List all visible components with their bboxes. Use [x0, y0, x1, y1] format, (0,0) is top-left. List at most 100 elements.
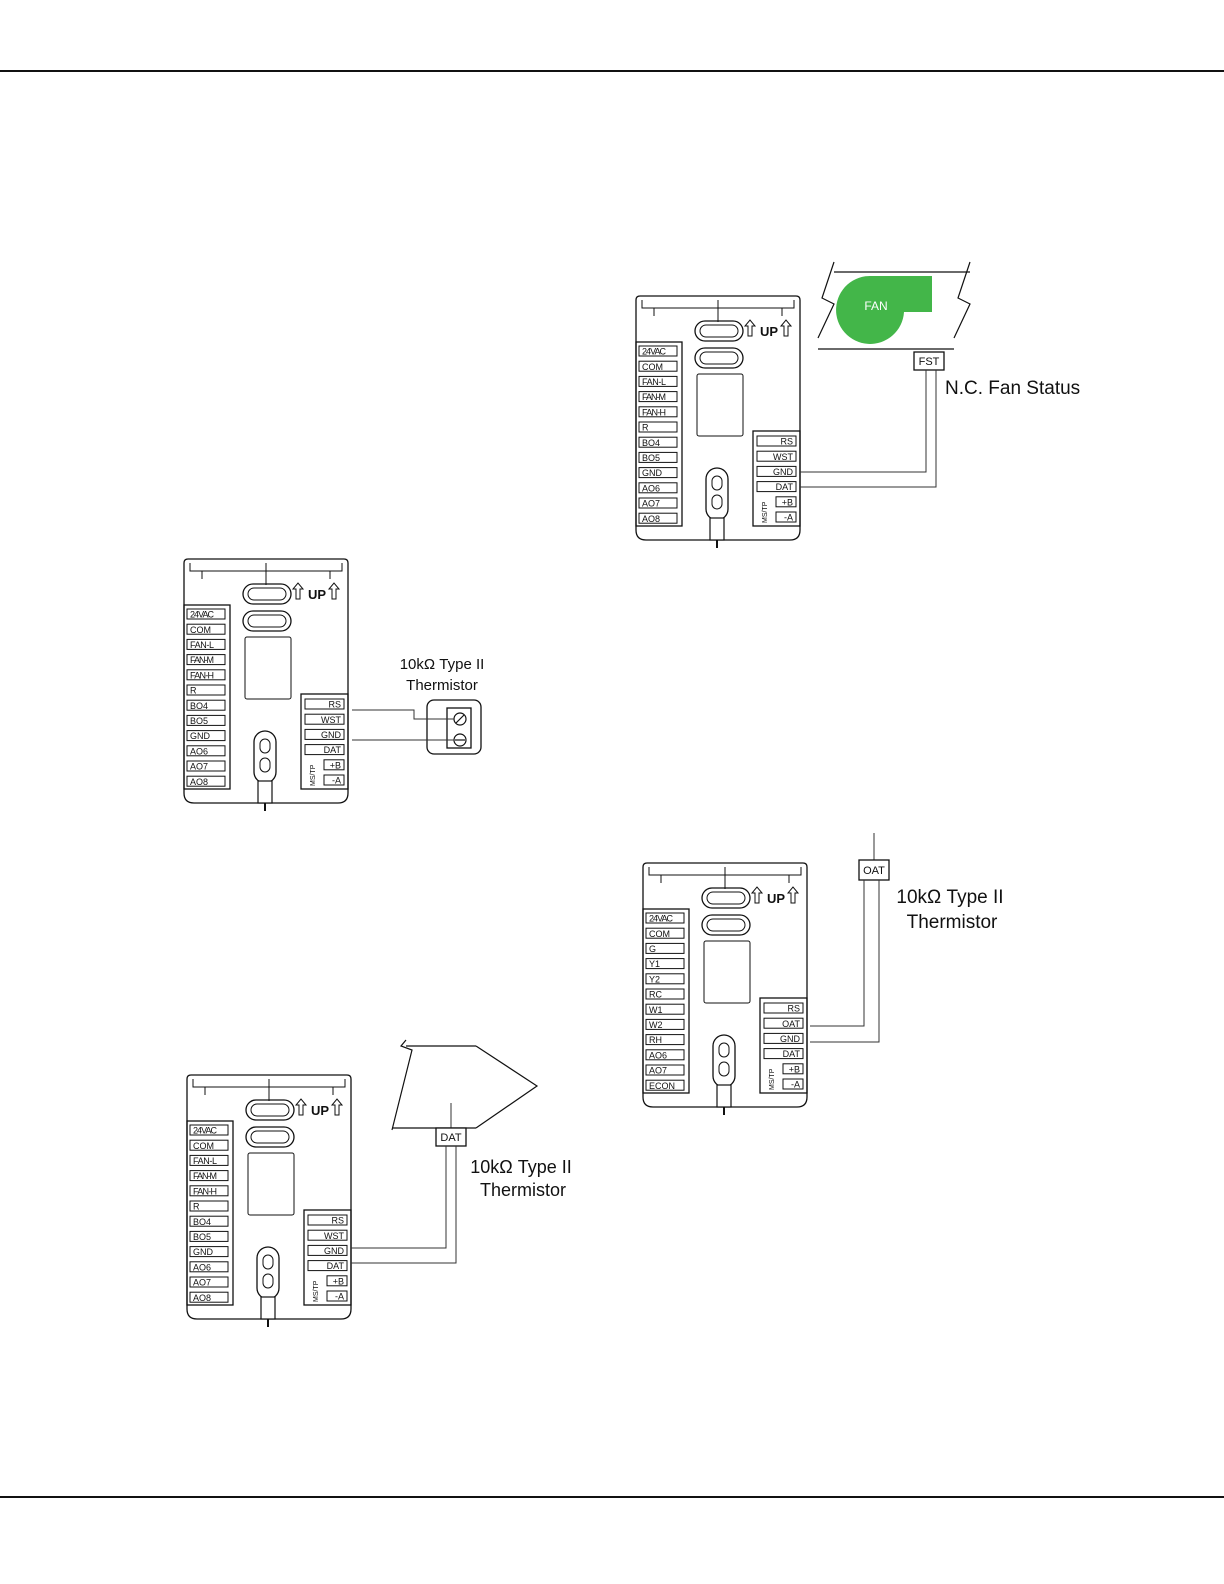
terminal-label: FAN-H — [642, 407, 666, 417]
bus-label: MS/TP — [769, 1068, 776, 1090]
bus-label: MS/TP — [313, 1280, 320, 1302]
dat-sensor-label: DAT — [440, 1132, 461, 1144]
terminal-slot — [645, 927, 685, 939]
terminal-slot — [323, 774, 345, 786]
terminal-label: R — [642, 423, 649, 433]
terminal-label: FAN-H — [190, 670, 214, 680]
dat-sensor-box — [435, 1127, 467, 1147]
terminal-label: -A — [784, 513, 793, 523]
up-arrow-icon — [291, 582, 305, 600]
up-arrow-icon — [750, 886, 764, 904]
terminal-slot — [638, 391, 678, 403]
terminal-slot — [638, 406, 678, 418]
housing-bevel — [189, 563, 343, 572]
controller-housing — [642, 862, 808, 1108]
header-rule — [0, 70, 1224, 72]
lower-mount-slot — [712, 1034, 736, 1088]
display-window — [696, 373, 744, 437]
dat-wires — [351, 1146, 457, 1264]
terminal-label: RS — [787, 1004, 800, 1014]
terminal-slot — [782, 1078, 804, 1090]
terminal-slot — [763, 1017, 804, 1029]
controller-fan-status: UP24VACCOMFAN-LFAN-MFAN-HRBO4BO5GNDAO6AO… — [635, 295, 801, 548]
controller-housing — [186, 1074, 352, 1320]
terminal-slot — [756, 435, 797, 447]
terminal-label: WST — [324, 1231, 344, 1241]
terminal-label: +B — [782, 497, 793, 507]
terminal-label: AO8 — [642, 514, 660, 524]
terminal-slot — [638, 360, 678, 372]
terminal-slot — [645, 1079, 685, 1091]
terminal-slot — [756, 450, 797, 462]
up-label: UP — [767, 891, 785, 906]
right-terminal-block — [759, 997, 808, 1094]
terminal-label: RC — [649, 990, 662, 1000]
housing-bevel — [648, 867, 802, 876]
fst-sensor-label: FST — [919, 356, 940, 368]
terminal-label: AO6 — [190, 746, 208, 756]
terminal-label: FAN-L — [193, 1156, 217, 1166]
terminal-label: AO7 — [193, 1278, 211, 1288]
controller-housing — [635, 295, 801, 541]
lower-slot-hole — [711, 475, 723, 491]
terminal-label: AO7 — [190, 762, 208, 772]
controller-wall-thermistor: UP24VACCOMFAN-LFAN-MFAN-HRBO4BO5GNDAO6AO… — [183, 558, 349, 811]
terminal-label: 24VAC — [642, 347, 667, 357]
oat-caption-2: Thermistor — [907, 912, 998, 933]
up-label: UP — [311, 1103, 329, 1118]
terminal-label: +B — [333, 1276, 344, 1286]
lower-slot-hole — [718, 1061, 730, 1077]
terminal-label: FAN-M — [193, 1171, 217, 1181]
oat-wires — [810, 880, 880, 1043]
discharge-air-diagram: UP24VACCOMFAN-LFAN-MFAN-HRBO4BO5GNDAO6AO… — [186, 1039, 572, 1327]
terminal-slot — [189, 1170, 229, 1182]
terminal-label: COM — [190, 625, 211, 635]
terminal-label: 24VAC — [190, 610, 215, 620]
terminal-slot — [326, 1290, 348, 1302]
terminal-slot — [189, 1291, 229, 1303]
fan-shape — [836, 275, 932, 344]
lower-slot-hole — [718, 1042, 730, 1058]
fan-status-diagram: UP24VACCOMFAN-LFAN-MFAN-HRBO4BO5GNDAO6AO… — [635, 261, 1080, 548]
terminal-label: COM — [642, 362, 663, 372]
terminal-label: 24VAC — [649, 914, 674, 924]
lower-mount-slot — [256, 1246, 280, 1300]
left-terminal-block — [642, 908, 690, 1094]
controller-outside-air: UP24VACCOMGY1Y2RCW1W2RHAO6AO7ECONRSOATGN… — [642, 862, 808, 1115]
terminal-label: AO8 — [190, 777, 208, 787]
lower-mount-slot — [705, 467, 729, 521]
terminal-label: AO7 — [649, 1066, 667, 1076]
terminal-slot — [638, 436, 678, 448]
lower-slot-hole — [259, 757, 271, 773]
mount-slot-inner — [706, 891, 746, 905]
terminal-label: BO4 — [190, 701, 208, 711]
terminal-slot — [307, 1260, 348, 1272]
wall-thermistor-caption-2: Thermistor — [406, 677, 478, 694]
up-label: UP — [308, 587, 326, 602]
terminal-label: DAT — [324, 745, 342, 755]
display-window — [703, 940, 751, 1004]
mount-slot — [245, 1126, 295, 1148]
mount-slot — [242, 610, 292, 632]
terminal-label: +B — [789, 1064, 800, 1074]
thermistor-body — [426, 699, 482, 755]
terminal-slot — [638, 345, 678, 357]
terminal-label: 24VAC — [193, 1126, 218, 1136]
terminal-slot — [638, 421, 678, 433]
right-terminal-block — [303, 1209, 352, 1306]
terminal-label: DAT — [783, 1049, 801, 1059]
terminal-label: GND — [324, 1246, 345, 1256]
terminal-slot — [775, 511, 797, 523]
terminal-slot — [189, 1154, 229, 1166]
housing-bevel — [192, 1079, 346, 1088]
terminal-label: FAN-H — [193, 1186, 217, 1196]
terminal-slot — [638, 375, 678, 387]
terminal-slot — [186, 669, 226, 681]
discharge-duct — [391, 1039, 539, 1131]
mount-slot — [694, 347, 744, 369]
terminal-label: G — [649, 944, 656, 954]
bus-label: MS/TP — [762, 501, 769, 523]
controller-discharge-air: UP24VACCOMFAN-LFAN-MFAN-HRBO4BO5GNDAO6AO… — [186, 1074, 352, 1327]
